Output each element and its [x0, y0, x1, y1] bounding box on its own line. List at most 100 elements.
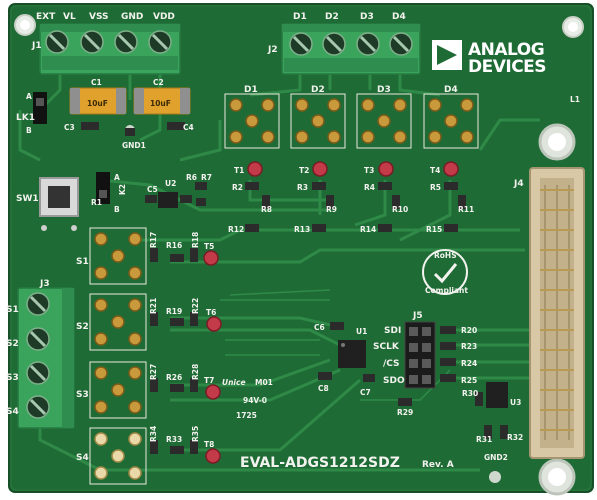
c2-label: C2: [153, 78, 164, 87]
t2-label: T2: [299, 166, 309, 175]
mounting-holes: [14, 14, 584, 496]
rohs-text: RoHS: [434, 251, 457, 260]
r18-label: R18: [191, 232, 200, 248]
j3-label: J3: [39, 279, 50, 289]
r28-label: R28: [191, 364, 200, 380]
c1-capacitor: [69, 87, 127, 115]
c4-label: C4: [183, 123, 194, 132]
date-code: 1725: [236, 411, 257, 420]
lk1-label: LK1: [16, 113, 35, 123]
s3-label: S3: [76, 390, 89, 400]
c6-label: C6: [314, 323, 325, 332]
board-revision: Rev. A: [422, 460, 454, 470]
s4-label: S4: [76, 453, 89, 463]
j5-pin-cs: /CS: [383, 359, 400, 369]
j3-pin-s1: S1: [6, 305, 19, 315]
t5-label: T5: [204, 242, 214, 251]
sw1-pushbutton[interactable]: [39, 177, 79, 231]
smd-small: [81, 122, 508, 454]
switch-outlines: [89, 93, 479, 485]
d3-label: D3: [377, 85, 391, 95]
lk1-jumper[interactable]: [33, 92, 47, 124]
r16-label: R16: [166, 241, 182, 250]
j1-pin-vl: VL: [63, 12, 76, 22]
c5-label: C5: [147, 185, 158, 194]
j4-connector[interactable]: [529, 167, 585, 459]
thin-traces: [220, 289, 451, 401]
l1-label: L1: [570, 95, 580, 104]
j2-label: J2: [267, 45, 278, 55]
j2-pin-d1: D1: [293, 12, 307, 22]
s2-label: S2: [76, 322, 89, 332]
t7-label: T7: [204, 376, 214, 385]
j1-terminal-block[interactable]: [39, 23, 181, 75]
r4-label: R4: [364, 183, 375, 192]
s4-pads: [94, 432, 142, 480]
u1-ic: [338, 340, 366, 368]
r33-label: R33: [166, 435, 182, 444]
gnd1-label: GND1: [122, 141, 146, 150]
k2-jumper[interactable]: [96, 172, 110, 204]
r11-label: R11: [458, 205, 474, 214]
d1-label: D1: [244, 85, 258, 95]
d2-label: D2: [311, 85, 325, 95]
r10-label: R10: [392, 205, 408, 214]
r34-label: R34: [149, 426, 158, 442]
j4-label: J4: [513, 179, 524, 189]
gnd2-label: GND2: [484, 453, 508, 462]
r29-label: R29: [397, 408, 413, 417]
logo-line2: DEVICES: [468, 57, 546, 77]
j3-pin-s2: S2: [6, 339, 19, 349]
board-title: EVAL-ADGS1212SDZ: [240, 455, 400, 471]
r2-label: R2: [232, 183, 243, 192]
r13-label: R13: [294, 225, 310, 234]
test-points: [203, 161, 459, 464]
u2-ic: [158, 192, 178, 208]
ul-marking: Unice: [222, 378, 246, 387]
r7-label: R7: [201, 173, 212, 182]
sw1-label: SW1: [16, 194, 39, 204]
pcb-edge: [10, 5, 592, 491]
j1-pin-ext: EXT: [36, 12, 56, 22]
r9-label: R9: [326, 205, 337, 214]
r26-label: R26: [166, 373, 182, 382]
switch-pads: [94, 98, 474, 414]
j5-pin-sdo: SDO: [383, 376, 405, 386]
c2-capacitor: [133, 87, 191, 115]
j2-pin-d3: D3: [360, 12, 374, 22]
j2-terminal-block[interactable]: [281, 23, 421, 75]
k2-label: K2: [118, 184, 127, 195]
r5-label: R5: [430, 183, 441, 192]
c8-label: C8: [318, 384, 329, 393]
r20-label: R20: [461, 326, 477, 335]
j5-pin-sclk: SCLK: [373, 342, 400, 352]
r17-label: R17: [149, 232, 158, 248]
logo-line1: ANALOG: [468, 40, 544, 60]
j1-pin-vss: VSS: [89, 12, 109, 22]
j5-header[interactable]: [404, 321, 436, 389]
lk1-a: A: [26, 92, 32, 101]
analog-devices-logo: [432, 40, 462, 70]
r1-label: R1: [91, 198, 102, 207]
c1-marking: 10uF: [87, 99, 108, 108]
r30-label: R30: [462, 389, 478, 398]
lk1-b: B: [26, 126, 32, 135]
j3-pin-s3: S3: [6, 373, 19, 383]
u3-label: U3: [510, 398, 521, 407]
s1-label: S1: [76, 257, 89, 267]
j3-pin-s4: S4: [6, 407, 19, 417]
r12-label: R12: [228, 225, 244, 234]
r31-label: R31: [476, 435, 492, 444]
j1-label: J1: [31, 41, 42, 51]
r3-label: R3: [297, 183, 308, 192]
j3-terminal-block[interactable]: [17, 287, 75, 429]
r15-label: R15: [426, 225, 442, 234]
t4-label: T4: [430, 166, 440, 175]
k2-b: B: [114, 205, 120, 214]
j2-pin-d4: D4: [392, 12, 406, 22]
t3-label: T3: [364, 166, 374, 175]
c3-label: C3: [64, 123, 75, 132]
c2-marking: 10uF: [150, 99, 171, 108]
rohs-mark: [422, 249, 468, 295]
r22-label: R22: [191, 298, 200, 314]
